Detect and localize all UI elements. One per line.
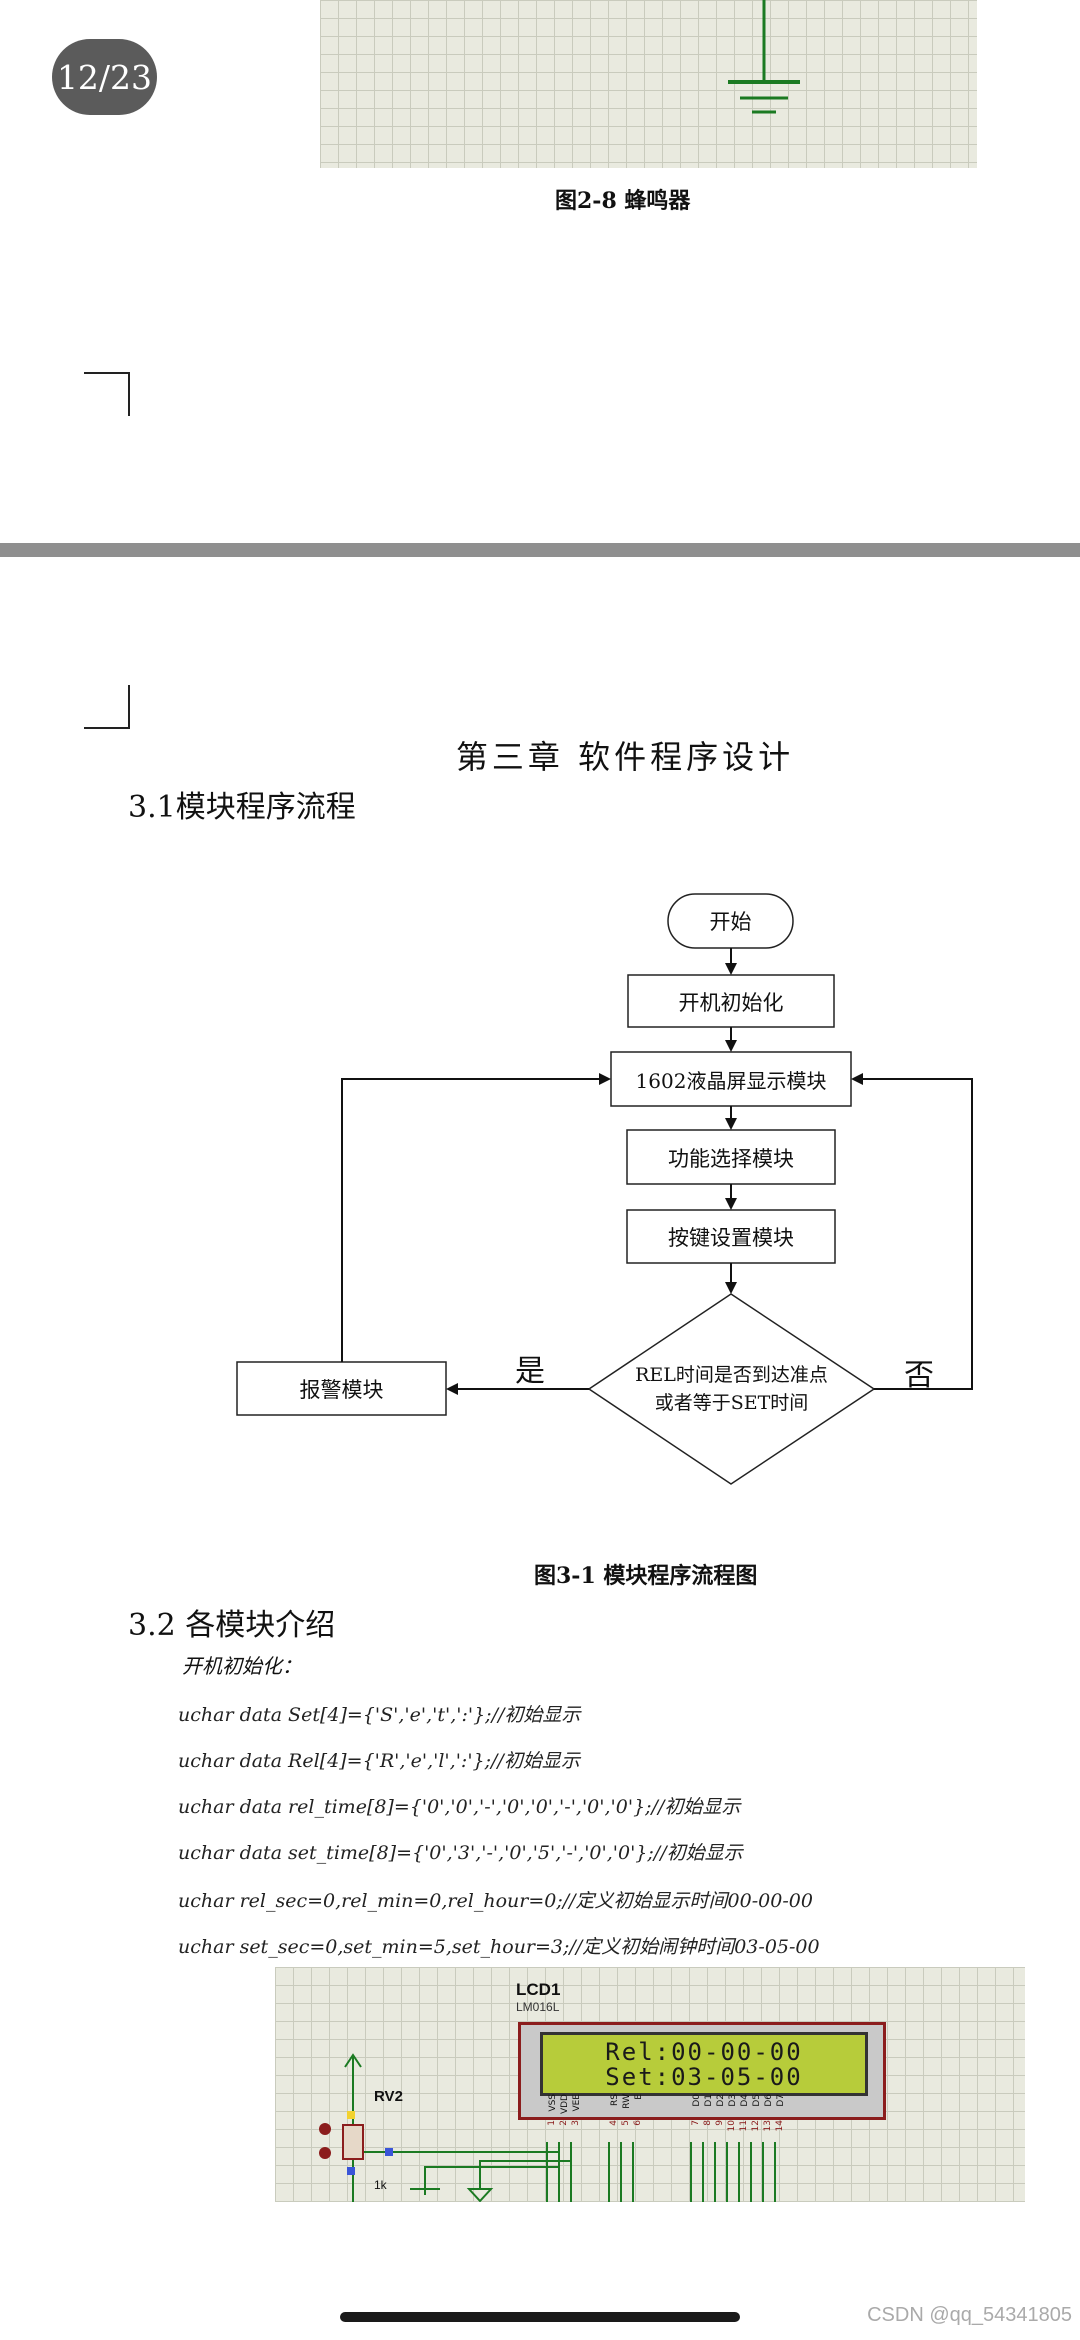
flow-decision-line1: REL时间是否到达准点 bbox=[635, 1364, 828, 1386]
flow-func-label: 功能选择模块 bbox=[668, 1147, 794, 1171]
flow-start-label: 开始 bbox=[709, 910, 752, 934]
lcd-wiring bbox=[319, 2053, 776, 2202]
flowchart bbox=[236, 893, 973, 1485]
code-line: uchar data Set[4]={'S','e','t',':'};//初始… bbox=[178, 1704, 581, 1726]
code-line: uchar data Rel[4]={'R','e','l',':'};//初始… bbox=[178, 1750, 580, 1772]
buzzer-schematic-image bbox=[320, 0, 977, 168]
ground-symbol bbox=[728, 0, 800, 114]
lcd-designator: LCD1 bbox=[516, 1980, 561, 1999]
pot-value: 1k bbox=[374, 2178, 387, 2192]
flow-decision-line2: 或者等于SET时间 bbox=[654, 1392, 809, 1414]
flow-yes-label: 是 bbox=[515, 1354, 545, 1389]
figure-3-1-caption: 图3-1 模块程序流程图 bbox=[534, 1563, 758, 1589]
flow-func-box bbox=[626, 1129, 836, 1185]
flow-alarm-box bbox=[236, 1361, 447, 1416]
page-indicator: 12/23 bbox=[52, 39, 157, 115]
intro-label: 开机初始化： bbox=[182, 1654, 302, 1678]
code-line: uchar set_sec=0,set_min=5,set_hour=3;//定… bbox=[178, 1936, 820, 1958]
flow-key-box bbox=[626, 1209, 836, 1264]
lcd-schematic-image bbox=[275, 1967, 1025, 2202]
crop-mark-bottom bbox=[84, 685, 130, 729]
flow-init-box bbox=[627, 974, 835, 1028]
page-divider bbox=[0, 543, 1080, 557]
flow-no-label: 否 bbox=[904, 1358, 934, 1393]
lcd-screen: Rel:00-00-00 Set:03-05-00 bbox=[540, 2032, 868, 2096]
code-line: uchar rel_sec=0,rel_min=0,rel_hour=0;//定… bbox=[178, 1890, 813, 1912]
lcd-line-1: Rel:00-00-00 bbox=[605, 2038, 803, 2066]
home-indicator-bar[interactable] bbox=[340, 2312, 740, 2322]
flow-lcd-label: 1602液晶屏显示模块 bbox=[635, 1069, 827, 1093]
pot-designator: RV2 bbox=[374, 2088, 403, 2105]
flow-alarm-label: 报警模块 bbox=[299, 1378, 384, 1402]
figure-2-8-caption: 图2-8 蜂鸣器 bbox=[555, 188, 691, 214]
code-line: uchar data set_time[8]={'0','3','-','0',… bbox=[178, 1842, 743, 1864]
watermark: CSDN @qq_54341805 bbox=[867, 2304, 1072, 2326]
lcd-line-2: Set:03-05-00 bbox=[605, 2063, 803, 2091]
flow-init-label: 开机初始化 bbox=[678, 991, 784, 1015]
lcd-model: LM016L bbox=[516, 2000, 560, 2014]
section-3-1-heading: 3.1模块程序流程 bbox=[128, 790, 356, 825]
section-3-2-heading: 3.2 各模块介绍 bbox=[128, 1608, 336, 1643]
chapter-title: 第三章 软件程序设计 bbox=[455, 738, 795, 776]
code-line: uchar data rel_time[8]={'0','0','-','0',… bbox=[178, 1796, 741, 1818]
flow-decision bbox=[587, 1293, 876, 1485]
crop-mark-top bbox=[84, 372, 130, 416]
flow-key-label: 按键设置模块 bbox=[668, 1226, 794, 1250]
